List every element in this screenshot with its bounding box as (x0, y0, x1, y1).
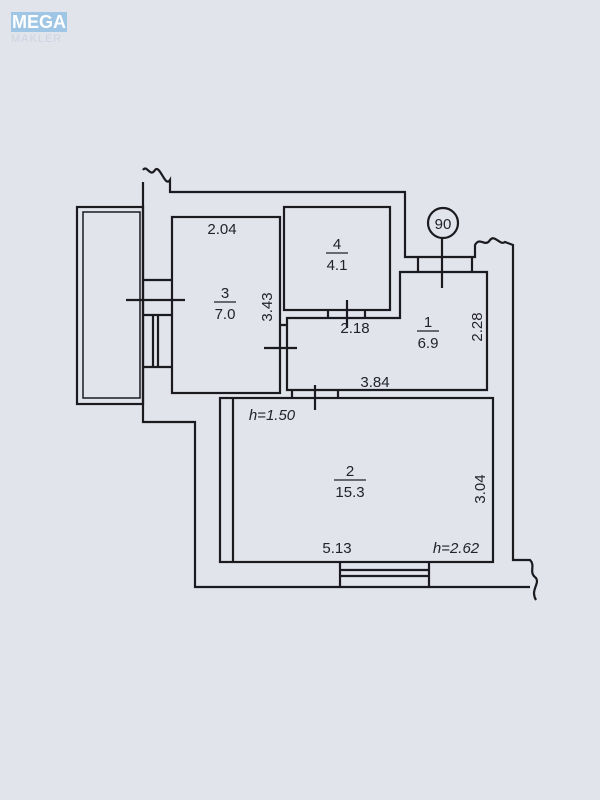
balcony-door (126, 278, 185, 369)
axis-marker-circle (426, 206, 460, 240)
room-2-area: 15.3 (335, 484, 364, 501)
room-3-area: 7.0 (215, 306, 236, 323)
room-1-number: 1 (424, 314, 432, 331)
doors (264, 238, 474, 350)
dim-room2-side: 3.04 (472, 474, 489, 503)
logo: MEGA MAKLER (11, 12, 67, 45)
room-2-label: 2 15.3 (334, 463, 366, 501)
room-2-details (231, 385, 340, 562)
dim-room1-bottom: 3.84 (360, 374, 389, 391)
room-4 (282, 205, 392, 312)
logo-sub: MAKLER (11, 33, 63, 45)
ceiling-height: h=2.62 (433, 540, 480, 557)
axis-marker-label: 90 (435, 216, 452, 233)
room-1-label: 1 6.9 (417, 314, 439, 352)
room-1 (285, 270, 489, 392)
sill-height: h=1.50 (249, 407, 296, 424)
logo-main-text: MEGA (11, 12, 67, 32)
room-4-area: 4.1 (327, 257, 348, 274)
dim-room2-bottom: 5.13 (322, 540, 351, 557)
window (338, 562, 431, 587)
room-3 (170, 215, 282, 395)
dim-room3-length: 3.43 (259, 292, 276, 321)
room-2 (218, 396, 495, 564)
balcony-inner (82, 211, 141, 399)
room-3-label: 3 7.0 (214, 285, 236, 323)
room-4-number: 4 (333, 236, 341, 253)
dim-room1-side: 2.28 (469, 312, 486, 341)
logo-main: MEGA (11, 12, 67, 32)
room-4-label: 4 4.1 (326, 236, 348, 274)
dim-room1-top: 2.18 (340, 320, 369, 337)
room-3-number: 3 (221, 285, 229, 302)
balcony-outer (75, 205, 145, 406)
dim-room3-width: 2.04 (207, 221, 236, 238)
room-2-number: 2 (346, 463, 354, 480)
outer-wall (141, 167, 539, 601)
room-1-area: 6.9 (418, 335, 439, 352)
